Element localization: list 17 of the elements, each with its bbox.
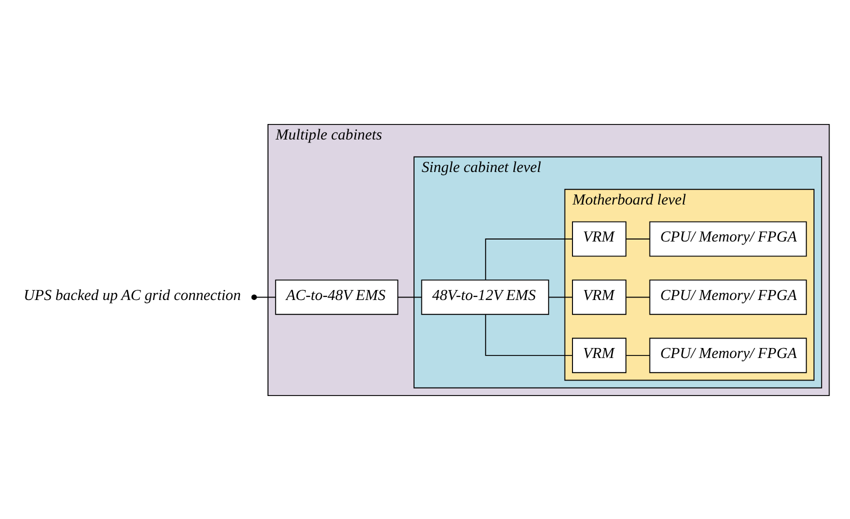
node-text: UPS backed up AC grid connection — [24, 286, 241, 304]
connector — [548, 296, 573, 298]
connector — [485, 238, 573, 280]
node-box: 48V-to-12V EMS — [421, 279, 550, 314]
connector — [485, 314, 573, 356]
node-box: AC-to-48V EMS — [275, 279, 398, 314]
connector — [626, 354, 650, 356]
connector — [251, 294, 276, 300]
node-box: CPU/ Memory/ FPGA — [649, 220, 807, 256]
node-box: CPU/ Memory/ FPGA — [649, 337, 807, 373]
connector — [626, 296, 650, 298]
connector — [397, 296, 422, 298]
node-box: VRM — [572, 220, 626, 256]
node-box: CPU/ Memory/ FPGA — [649, 279, 807, 314]
connector — [626, 238, 650, 239]
node-box: VRM — [572, 337, 626, 373]
node-box: VRM — [572, 279, 626, 314]
